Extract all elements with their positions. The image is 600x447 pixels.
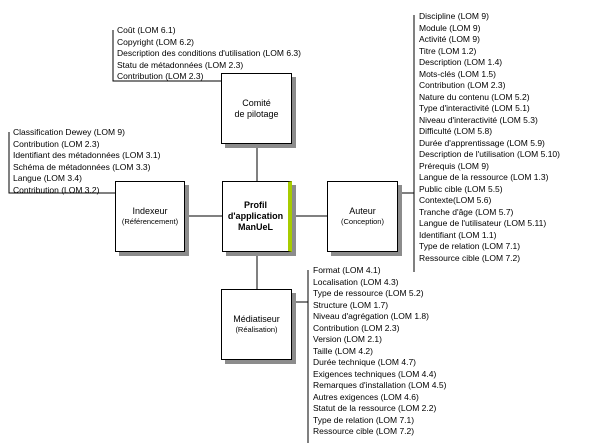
bracket-comite <box>112 30 221 82</box>
mediatiseur-subtitle: (Réalisation) <box>235 325 278 334</box>
metadata-item: Contexte(LOM 5.6) <box>419 195 492 205</box>
metadata-item: Durée d'apprentissage (LOM 5.9) <box>419 137 545 148</box>
metadata-item: Contribution (LOM 2.3) <box>13 138 100 149</box>
metadata-item: Public cible (LOM 5.5) <box>419 183 503 194</box>
auteur-subtitle: (Conception) <box>341 217 384 226</box>
metadata-item: Niveau d'interactivité (LOM 5.3) <box>419 114 538 125</box>
metadata-item: Durée technique (LOM 4.7) <box>313 357 416 367</box>
metadata-item: Format (LOM 4.1) <box>313 265 381 275</box>
bracket-indexeur <box>8 132 115 194</box>
auteur-title: Auteur <box>349 206 376 216</box>
metadata-item: Type de relation (LOM 7.1) <box>419 241 521 251</box>
metadata-item: Niveau d'agrégation (LOM 1.8) <box>313 311 429 321</box>
metadata-item: Description (LOM 1.4) <box>419 57 503 67</box>
metadata-item: Langue (LOM 3.4) <box>13 173 82 183</box>
comite-de-pilotage-box: Comité de pilotage <box>221 73 292 144</box>
profil-line3: ManUeL <box>237 222 273 232</box>
comite-metadata-list: Coût (LOM 6.1)Copyright (LOM 6.2)Descrip… <box>117 25 301 83</box>
indexeur-title: Indexeur <box>132 206 168 216</box>
metadata-item: Discipline (LOM 9) <box>419 11 489 21</box>
metadata-item: Activité (LOM 9) <box>419 34 480 44</box>
metadata-item: Description des conditions d'utilisation… <box>117 48 301 58</box>
auteur-metadata-list: Discipline (LOM 9)Module (LOM 9)Activité… <box>419 11 560 264</box>
mediatiseur-metadata-list: Format (LOM 4.1)Localisation (LOM 4.3)Ty… <box>313 265 446 438</box>
metadata-item: Prérequis (LOM 9) <box>419 160 489 171</box>
metadata-item: Localisation (LOM 4.3) <box>313 276 399 287</box>
metadata-item: Nature du contenu (LOM 5.2) <box>419 91 530 102</box>
metadata-item: Identifiant des métadonnées (LOM 3.1) <box>13 150 161 160</box>
metadata-item: Mots-clés (LOM 1.5) <box>419 68 496 79</box>
metadata-item: Taille (LOM 4.2) <box>313 345 373 356</box>
metadata-item: Statu de métadonnées (LOM 2.3) <box>117 59 244 70</box>
metadata-item: Identifiant (LOM 1.1) <box>419 229 497 240</box>
metadata-item: Langue de l'utilisateur (LOM 5.11) <box>419 218 547 228</box>
metadata-item: Schéma de métadonnées (LOM 3.3) <box>13 161 151 172</box>
metadata-item: Type de relation (LOM 7.1) <box>313 414 415 425</box>
metadata-item: Contribution (LOM 2.3) <box>419 80 506 90</box>
metadata-item: Statut de la ressource (LOM 2.2) <box>313 403 437 413</box>
mediatiseur-title: Médiatiseur <box>233 314 280 324</box>
bracket-auteur <box>398 15 415 272</box>
metadata-item: Version (LOM 2.1) <box>313 334 382 344</box>
indexeur-metadata-list: Classification Dewey (LOM 9)Contribution… <box>13 127 160 196</box>
metadata-item: Structure (LOM 1.7) <box>313 299 389 310</box>
profil-line1: Profil <box>243 200 267 210</box>
metadata-item: Autres exigences (LOM 4.6) <box>313 391 419 402</box>
metadata-item: Contribution (LOM 2.3) <box>313 322 400 333</box>
metadata-item: Type d'interactivité (LOM 5.1) <box>419 103 530 113</box>
indexeur-subtitle: (Référencement) <box>121 217 179 226</box>
comite-title-line1: Comité <box>242 97 271 108</box>
metadata-item: Copyright (LOM 6.2) <box>117 36 194 47</box>
auteur-box: Auteur (Conception) <box>327 181 398 252</box>
mediatiseur-box: Médiatiseur (Réalisation) <box>221 289 292 360</box>
indexeur-box: Indexeur (Référencement) <box>115 181 185 252</box>
metadata-item: Langue de la ressource (LOM 1.3) <box>419 172 549 182</box>
metadata-item: Ressource cible (LOM 7.2) <box>419 252 521 263</box>
metadata-item: Description de l'utilisation (LOM 5.10) <box>419 149 560 159</box>
metadata-item: Type de ressource (LOM 5.2) <box>313 288 424 298</box>
metadata-item: Contribution (LOM 2.3) <box>117 71 204 81</box>
profil-application-box: Profil d'application ManUeL <box>222 181 292 252</box>
metadata-item: Classification Dewey (LOM 9) <box>13 127 125 137</box>
metadata-item: Tranche d'âge (LOM 5.7) <box>419 206 514 217</box>
metadata-item: Ressource cible (LOM 7.2) <box>313 426 415 436</box>
metadata-item: Coût (LOM 6.1) <box>117 25 176 35</box>
metadata-item: Titre (LOM 1.2) <box>419 45 477 56</box>
bracket-mediatiseur <box>292 270 309 443</box>
metadata-item: Exigences techniques (LOM 4.4) <box>313 368 437 379</box>
metadata-item: Difficulté (LOM 5.8) <box>419 126 493 136</box>
comite-title-line2: de pilotage <box>234 108 279 119</box>
metadata-item: Module (LOM 9) <box>419 22 481 33</box>
profil-line2: d'application <box>227 211 284 221</box>
metadata-item: Remarques d'installation (LOM 4.5) <box>313 380 447 390</box>
metadata-item: Contribution (LOM 3.2) <box>13 184 100 195</box>
